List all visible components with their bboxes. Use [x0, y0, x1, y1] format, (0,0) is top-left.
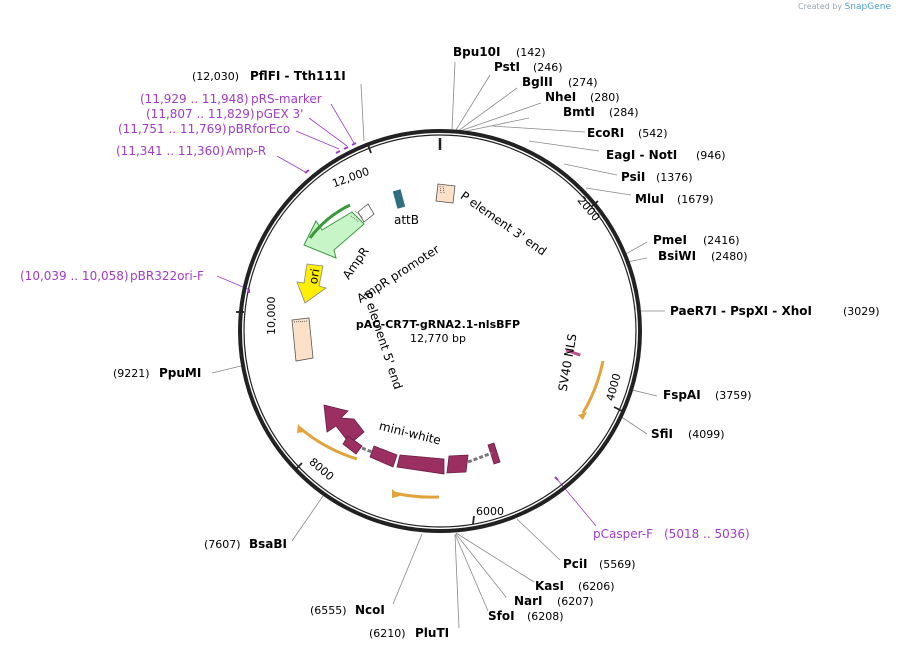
- enzyme-sfii-pos: (4099): [688, 428, 725, 441]
- primer-prs-marker[interactable]: pRS-marker: [251, 92, 322, 106]
- sv40-nls-feature[interactable]: [565, 348, 581, 357]
- enzyme-ecori-pos: (542): [638, 127, 668, 140]
- enzyme-mlui-pos: (1679): [677, 193, 714, 206]
- enzyme-bglii[interactable]: BglII: [522, 75, 553, 89]
- primer-marks: [248, 142, 559, 481]
- primer-amp-r-pos: (11,341 .. 11,360): [116, 144, 225, 158]
- primer-pgex3-pos: (11,807 .. 11,829): [146, 107, 255, 121]
- enzyme-pmei[interactable]: PmeI: [653, 233, 687, 247]
- p-element-5-label: P element 5' end: [360, 290, 405, 391]
- primer-pbrforeco-pos: (11,751 .. 11,769): [118, 122, 227, 136]
- primer-pcasper-f[interactable]: pCasper-F: [593, 527, 653, 541]
- backbone-inner: [243, 134, 637, 528]
- enzyme-fspai[interactable]: FspAI: [663, 388, 701, 402]
- backbone-outer: [238, 129, 642, 533]
- p-element-3-label: P element 3' end: [458, 189, 549, 259]
- enzyme-psti[interactable]: PstI: [494, 60, 520, 74]
- tick-12000: 12,000: [331, 165, 372, 190]
- primer-pbrforeco[interactable]: pBRforEco: [228, 122, 290, 136]
- enzyme-nari[interactable]: NarI: [514, 594, 543, 608]
- enzyme-ppumi[interactable]: PpuMI: [159, 366, 201, 380]
- enzyme-bsabi-pos: (7607): [204, 538, 241, 551]
- enzyme-nari-pos: (6207): [557, 595, 594, 608]
- enzyme-sfoi[interactable]: SfoI: [488, 609, 515, 623]
- enzyme-bpu10i[interactable]: Bpu10I: [453, 45, 500, 59]
- enzyme-mlui[interactable]: MluI: [635, 192, 664, 206]
- label-leader-lines: [211, 61, 665, 629]
- enzyme-pflfi-pos: (12,030): [192, 70, 239, 83]
- ampr-promoter-feature[interactable]: [357, 203, 375, 223]
- enzyme-psii-pos: (1376): [656, 171, 693, 184]
- sv40-nls-label: SV40 NLS: [556, 333, 580, 393]
- ampr-hatch: [350, 210, 364, 223]
- enzyme-fspai-pos: (3759): [715, 389, 752, 402]
- enzyme-ncoi[interactable]: NcoI: [355, 603, 385, 617]
- credit-text: Created by SnapGene: [798, 2, 891, 12]
- p-element-3-feature[interactable]: [435, 183, 456, 204]
- enzyme-ppumi-pos: (9221): [113, 367, 150, 380]
- enzyme-bpu10i-pos: (142): [516, 46, 546, 59]
- enzyme-nhei[interactable]: NheI: [545, 90, 576, 104]
- ori-label: ori: [306, 267, 322, 285]
- plasmid-name: pAC-CR7T-gRNA2.1-nlsBFP: [356, 318, 520, 331]
- enzyme-kasi[interactable]: KasI: [535, 579, 564, 593]
- tick-10000: 10,000: [265, 297, 278, 336]
- enzyme-paer7i-pos: (3029): [843, 305, 880, 318]
- primer-pcasper-f-pos: (5018 .. 5036): [664, 527, 750, 541]
- tick-4000: 4000: [604, 372, 624, 402]
- enzyme-pcii[interactable]: PciI: [563, 557, 588, 571]
- primer-pbr322ori-pos: (10,039 .. 10,058): [20, 269, 129, 283]
- enzyme-psii[interactable]: PsiI: [621, 170, 645, 184]
- mini-white-label: mini-white: [378, 419, 443, 448]
- enzyme-sfoi-pos: (6208): [527, 610, 564, 623]
- enzyme-pflfi[interactable]: PflFI - Tth111I: [250, 69, 346, 83]
- p-element-5-hatch: [293, 320, 309, 323]
- enzyme-pluti-pos: (6210): [369, 627, 406, 640]
- primer-amp-r[interactable]: Amp-R: [226, 144, 266, 158]
- enzyme-pluti[interactable]: PluTI: [415, 626, 449, 640]
- primer-pgex3[interactable]: pGEX 3': [256, 107, 303, 121]
- credit-prefix: Created by: [798, 2, 843, 11]
- enzyme-nhei-pos: (280): [590, 91, 620, 104]
- ruler-ticks: [236, 144, 623, 525]
- enzyme-bsabi[interactable]: BsaBI: [249, 537, 287, 551]
- mini-white-feature[interactable]: [323, 404, 501, 475]
- ampr-orf-arc: [308, 203, 351, 239]
- mini-white-introns: [361, 446, 493, 464]
- primer-pbr322ori[interactable]: pBR322ori-F: [130, 269, 204, 283]
- enzyme-bsiwi[interactable]: BsiWI: [658, 249, 696, 263]
- enzyme-ncoi-pos: (6555): [310, 604, 347, 617]
- attb-label: attB: [394, 213, 419, 227]
- snapgene-logo: SnapGene: [844, 2, 891, 12]
- enzyme-eagi-noti-pos: (946): [696, 149, 726, 162]
- tick-6000: 6000: [476, 505, 504, 518]
- orf-arrowheads: [297, 412, 587, 498]
- attb-feature[interactable]: [392, 189, 406, 209]
- enzyme-paer7i[interactable]: PaeR7I - PspXI - XhoI: [670, 304, 812, 318]
- ampr-label: AmpR: [340, 244, 372, 281]
- enzyme-eagi-noti[interactable]: EagI - NotI: [606, 148, 677, 162]
- enzyme-bglii-pos: (274): [568, 76, 598, 89]
- enzyme-kasi-pos: (6206): [578, 580, 615, 593]
- enzyme-bsiwi-pos: (2480): [711, 250, 748, 263]
- enzyme-ecori[interactable]: EcoRI: [587, 126, 624, 140]
- ampr-feature[interactable]: [303, 211, 365, 259]
- primer-prs-marker-pos: (11,929 .. 11,948): [140, 92, 249, 106]
- enzyme-pmei-pos: (2416): [703, 234, 740, 247]
- enzyme-bmti-pos: (284): [609, 106, 639, 119]
- enzyme-pcii-pos: (5569): [599, 558, 636, 571]
- p-element-5-feature[interactable]: [291, 317, 314, 362]
- enzyme-psti-pos: (246): [533, 61, 563, 74]
- enzyme-bmti[interactable]: BmtI: [563, 105, 595, 119]
- plasmid-length: 12,770 bp: [410, 332, 466, 345]
- enzyme-sfii[interactable]: SfiI: [651, 427, 673, 441]
- ori-feature[interactable]: [296, 263, 327, 304]
